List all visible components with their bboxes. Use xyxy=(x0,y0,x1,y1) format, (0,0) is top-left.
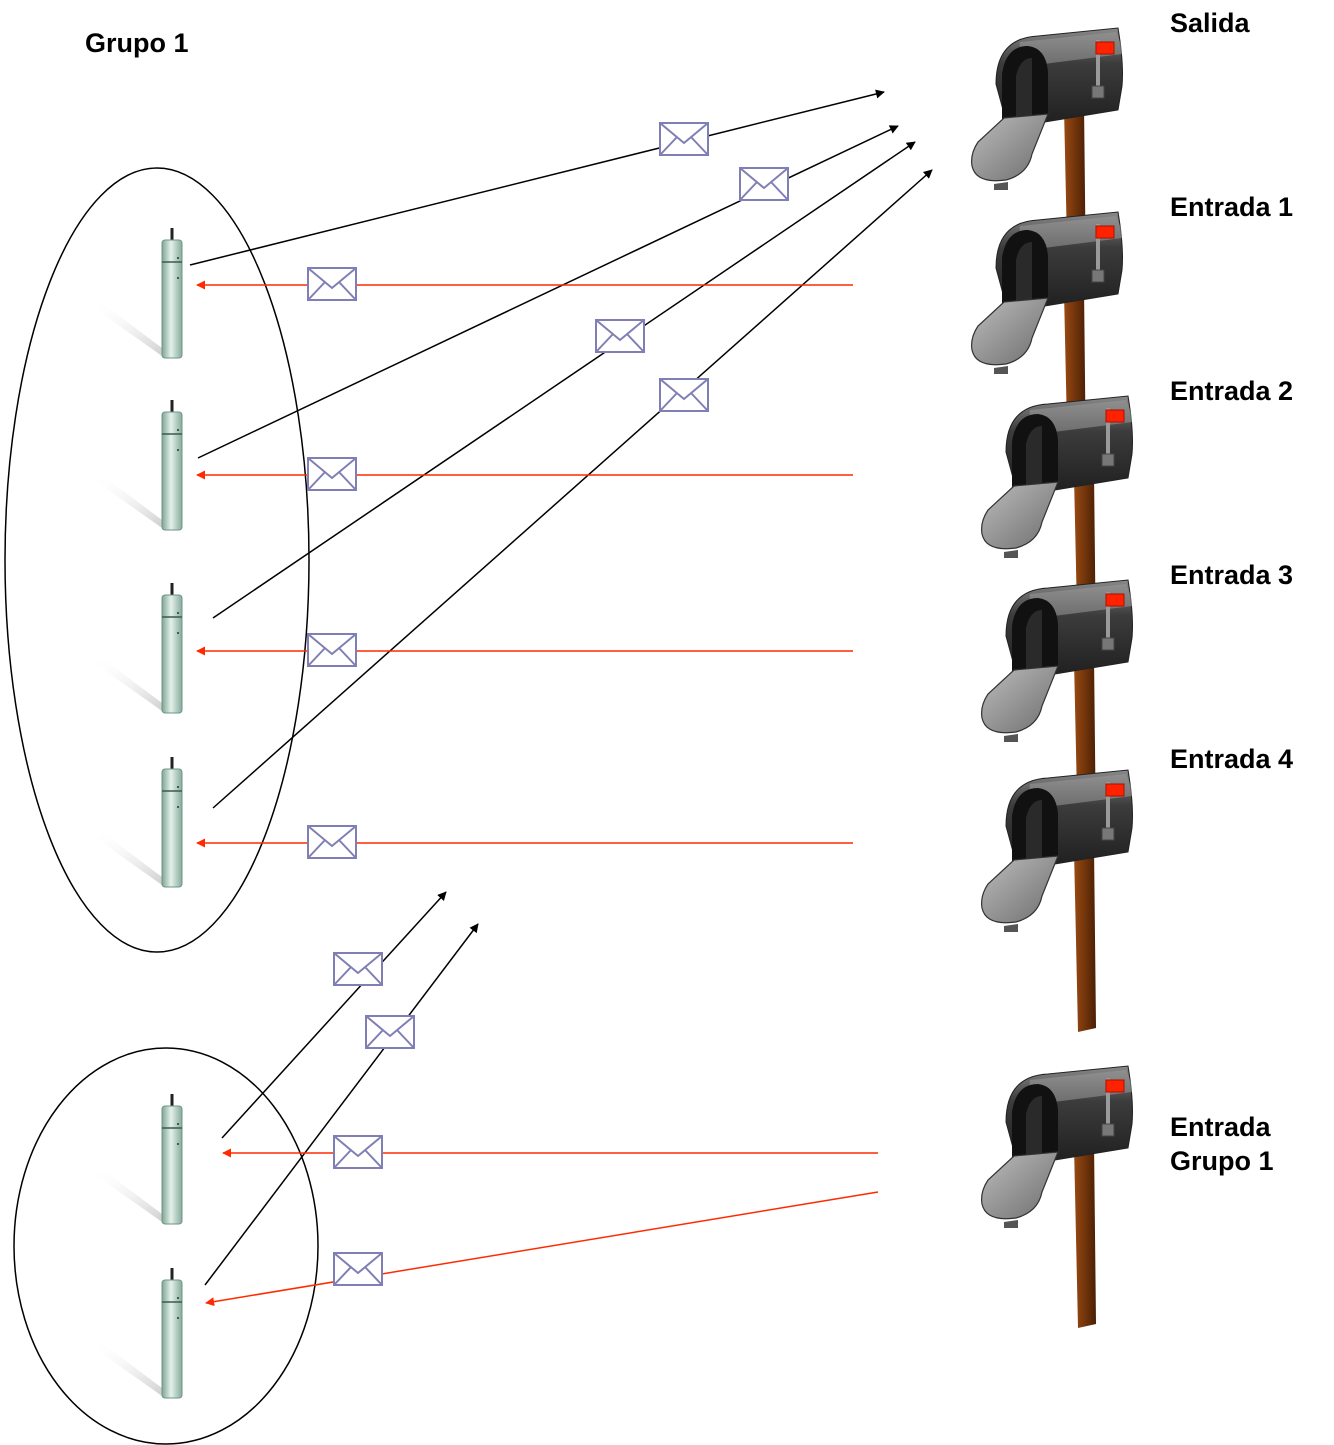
envelope-icon xyxy=(307,825,357,859)
outgoing-arrow xyxy=(221,891,447,1139)
input2-mailbox-label: Entrada 2 xyxy=(1170,376,1294,406)
input1-mailbox-label: Entrada 1 xyxy=(1170,192,1294,222)
sensor-icon xyxy=(92,398,184,532)
envelope-icon xyxy=(307,457,357,491)
input4-mailbox-label: Entrada 4 xyxy=(1170,744,1294,774)
group-input-label-line1: Entrada xyxy=(1170,1112,1271,1142)
group-input-label-line2: Grupo 1 xyxy=(1170,1146,1274,1176)
group-label: Grupo 1 xyxy=(85,28,189,58)
output-mailbox-label: Salida xyxy=(1170,8,1250,38)
group-input-mailbox-label: Entrada Grupo 1 xyxy=(1170,1110,1274,1178)
sensor-icon xyxy=(92,226,184,360)
envelope-icon xyxy=(739,167,789,201)
outgoing-arrow xyxy=(189,89,885,266)
envelope-icon xyxy=(333,1252,383,1286)
group2-ellipse xyxy=(13,1047,319,1445)
envelope-icon xyxy=(307,633,357,667)
outgoing-arrow xyxy=(212,141,916,619)
mailbox-icon xyxy=(980,769,1134,1033)
sensor-icon xyxy=(92,1092,184,1226)
incoming-arrow xyxy=(205,1191,879,1307)
envelope-icon xyxy=(365,1015,415,1049)
envelope-icon xyxy=(333,1135,383,1169)
mailbox-icon xyxy=(980,1065,1134,1329)
sensor-icon xyxy=(92,755,184,889)
envelope-icon xyxy=(307,267,357,301)
envelope-icon xyxy=(659,378,709,412)
sensor-icon xyxy=(92,581,184,715)
envelope-icon xyxy=(333,952,383,986)
envelope-icon xyxy=(659,122,709,156)
envelope-icon xyxy=(595,319,645,353)
outgoing-arrow xyxy=(204,923,479,1286)
sensor-icon xyxy=(92,1266,184,1400)
group1-ellipse xyxy=(4,167,310,953)
outgoing-arrow xyxy=(212,169,933,809)
input3-mailbox-label: Entrada 3 xyxy=(1170,560,1294,590)
